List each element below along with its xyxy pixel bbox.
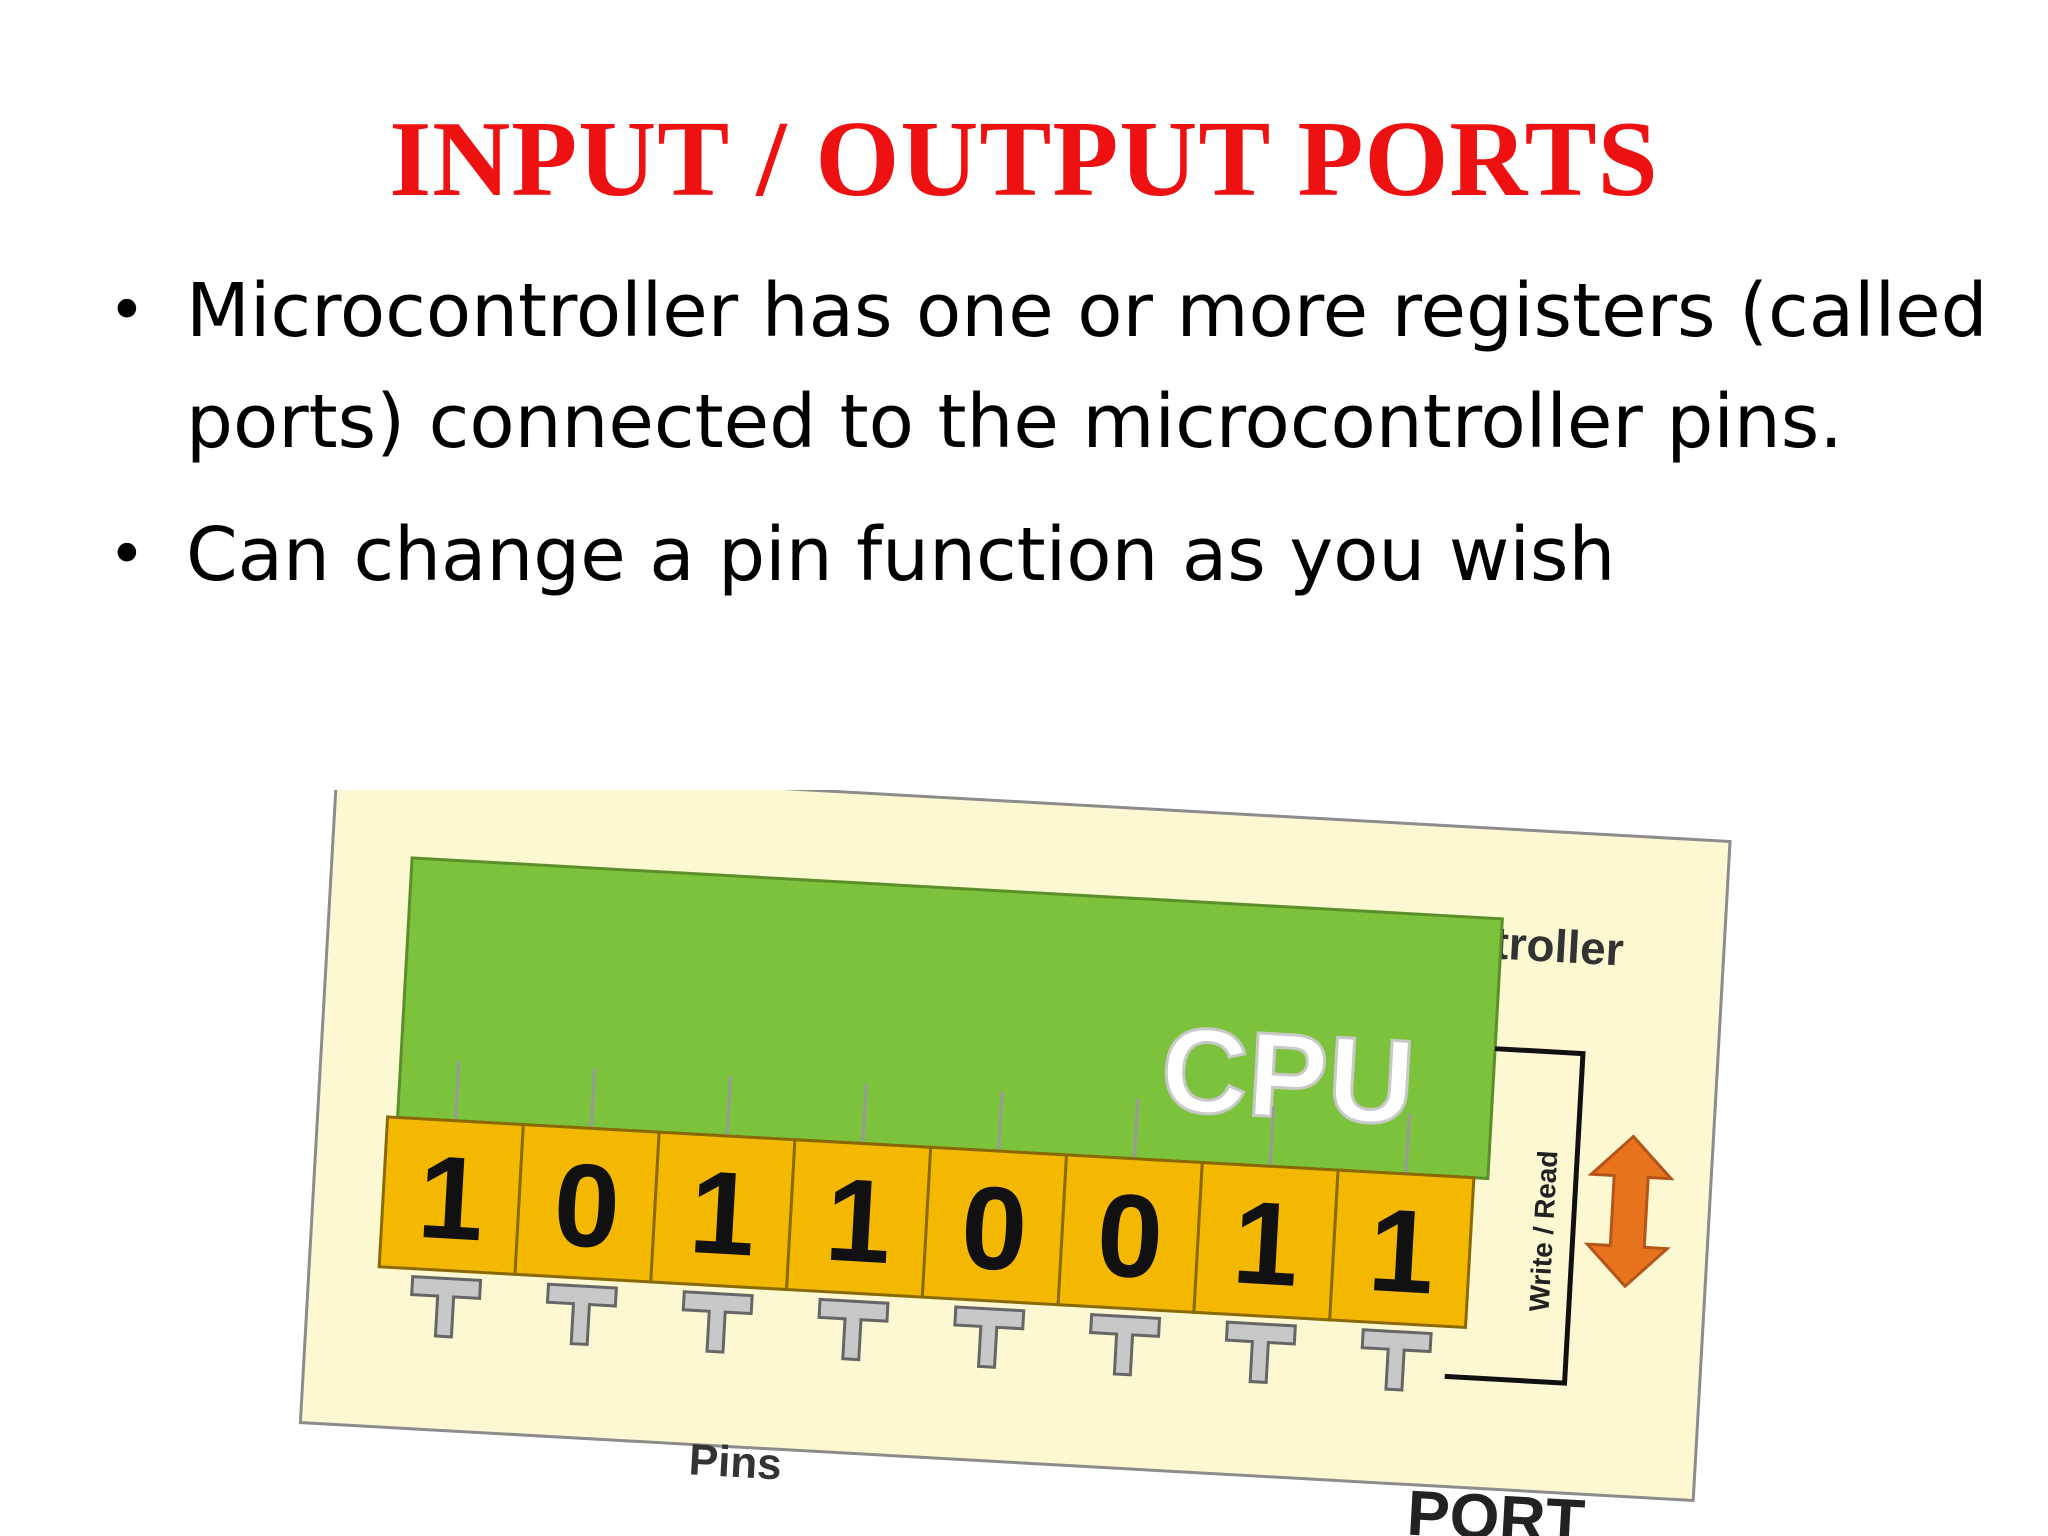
pin-icon xyxy=(817,1297,890,1362)
pin-icon xyxy=(410,1275,483,1339)
port-label: PORT xyxy=(1405,1477,1587,1536)
bullet-item: • Microcontroller has one or more regist… xyxy=(100,256,2000,478)
register-cell xyxy=(1328,1168,1476,1330)
bus-line xyxy=(453,1060,461,1121)
write-read-bracket xyxy=(1444,1046,1586,1386)
pin-icon xyxy=(1360,1328,1433,1392)
register-bit: 1 xyxy=(1229,1176,1302,1311)
register-bit: 0 xyxy=(1094,1169,1167,1304)
register-bit: 0 xyxy=(958,1161,1031,1296)
bullet-item: • Can change a pin function as you wish xyxy=(100,500,2000,611)
register-bit: 1 xyxy=(1365,1184,1438,1319)
slide-title: INPUT / OUTPUT PORTS xyxy=(389,100,1659,219)
pin-icon xyxy=(545,1282,618,1347)
bus-line xyxy=(997,1091,1004,1152)
pin-icon xyxy=(681,1290,754,1354)
cpu-label: CPU xyxy=(1158,1002,1418,1150)
bus-line xyxy=(589,1068,597,1129)
register-bit: 1 xyxy=(686,1146,759,1281)
bus-line xyxy=(1268,1106,1276,1167)
bus-line xyxy=(1132,1098,1140,1159)
bus-connectors xyxy=(453,1060,1411,1174)
pins-group xyxy=(410,1275,1433,1392)
bullet-text: Microcontroller has one or more register… xyxy=(186,268,1988,465)
pins-label: Pins xyxy=(688,1435,784,1489)
bus-line xyxy=(725,1075,732,1137)
pin-icon xyxy=(1089,1313,1162,1377)
pin-icon xyxy=(1224,1320,1297,1385)
double-arrow-icon xyxy=(1583,1134,1675,1289)
register-bit: 0 xyxy=(550,1139,623,1274)
register-bit: 1 xyxy=(415,1131,488,1266)
bullet-text: Can change a pin function as you wish xyxy=(186,512,1616,598)
pin-icon xyxy=(953,1305,1026,1369)
bus-line xyxy=(861,1083,868,1144)
bullet-icon: • xyxy=(108,274,146,348)
bullet-list: • Microcontroller has one or more regist… xyxy=(100,256,2000,633)
bullet-icon: • xyxy=(108,518,146,592)
bus-line xyxy=(1404,1113,1411,1174)
register-bit: 1 xyxy=(822,1154,895,1289)
